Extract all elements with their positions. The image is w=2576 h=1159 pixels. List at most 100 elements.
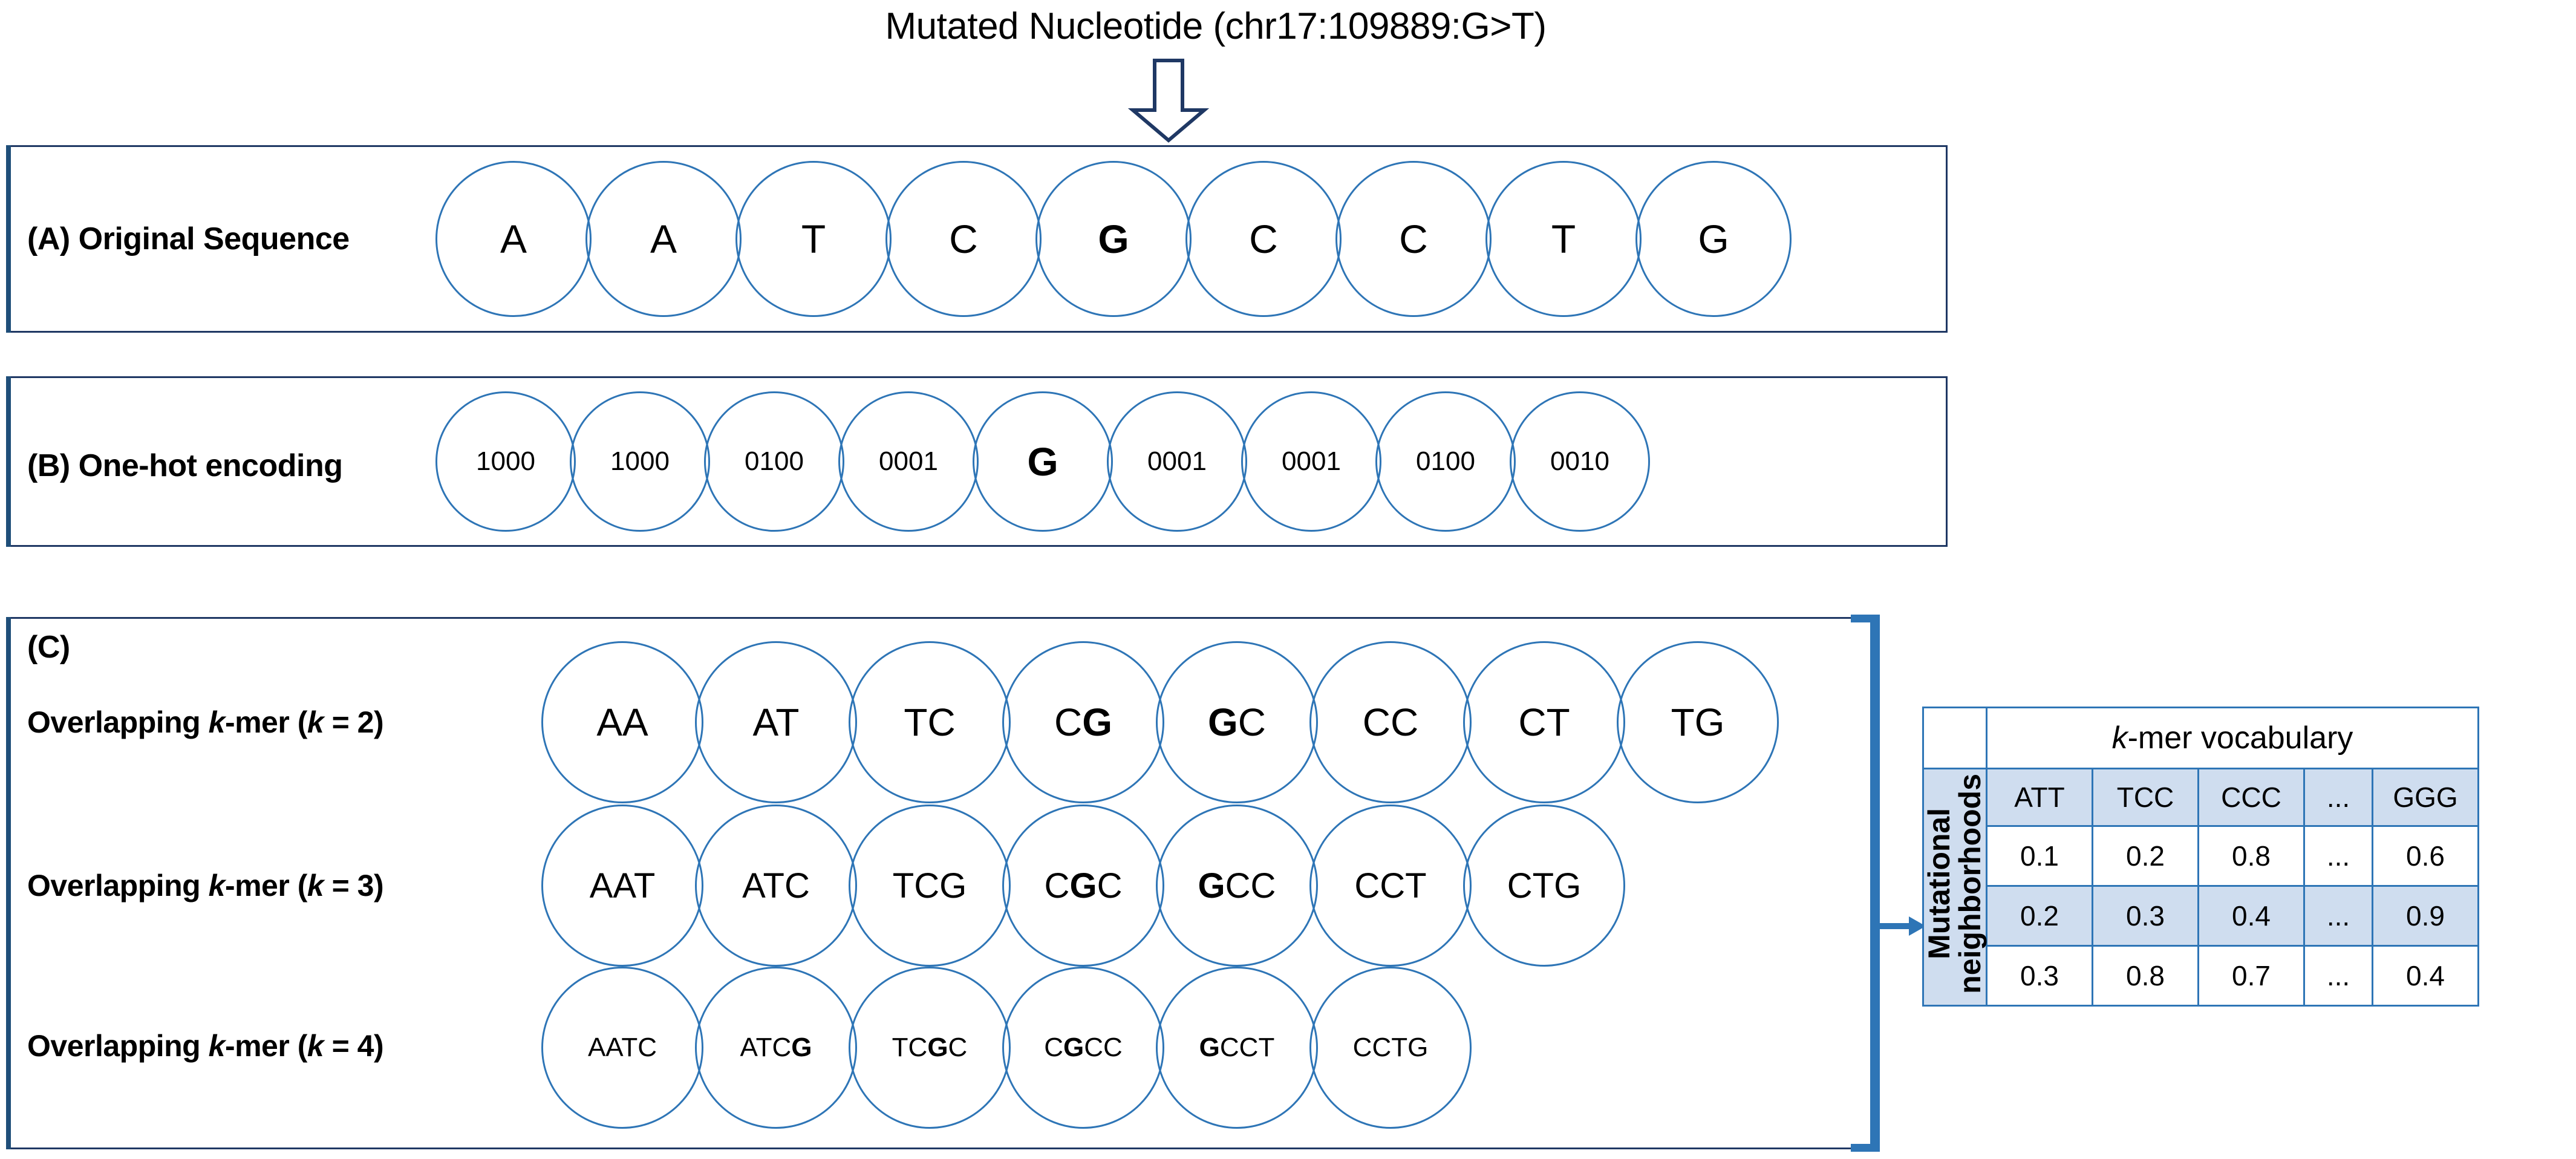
kmer-node-mutated: GCC: [1156, 805, 1318, 967]
kmer-node: CC: [1309, 641, 1472, 803]
nucleotide-node: T: [1485, 161, 1642, 317]
nucleotide-node: C: [885, 161, 1042, 317]
kmer-node: AA: [541, 641, 703, 803]
kmer-italic-k: k: [208, 869, 226, 903]
kmer-italic-k2: k: [307, 705, 324, 739]
kmer-node: AAT: [541, 805, 703, 967]
kmer-italic-k2: k: [307, 1029, 324, 1063]
panel-c-bracket-cap-bottom: [1851, 1144, 1880, 1152]
onehot-node-mutated: G: [973, 391, 1113, 532]
kmer-node: CCTG: [1309, 967, 1472, 1129]
kmer-label-suffix: -mer (: [224, 705, 307, 739]
kmer-node: TG: [1617, 641, 1779, 803]
table-cell: 0.7: [2197, 945, 2305, 1007]
table-col-header: TCC: [2092, 768, 2199, 827]
kmer-node-mutated: ATCG: [695, 967, 857, 1129]
nucleotide-node: G: [1635, 161, 1792, 317]
table-row: 0.3 0.8 0.7 ... 0.4: [1923, 945, 2479, 1007]
table-cell: 0.3: [1986, 945, 2093, 1007]
table-col-header: GGG: [2372, 768, 2479, 827]
kmer-italic-k: k: [208, 705, 226, 739]
table-col-header: ATT: [1986, 768, 2093, 827]
kmer-node-mutated: GCCT: [1156, 967, 1318, 1129]
table-title-cell: k-mer vocabulary: [1986, 707, 2479, 769]
panel-c-label: (C): [27, 630, 70, 665]
nucleotide-node: C: [1335, 161, 1492, 317]
nucleotide-node: A: [435, 161, 592, 317]
kmer-label-suffix: -mer (: [224, 1029, 307, 1063]
table-row: 0.2 0.3 0.4 ... 0.9: [1923, 885, 2479, 947]
onehot-node: 0100: [1375, 391, 1516, 532]
kmer-node-mutated: GC: [1156, 641, 1318, 803]
onehot-node: 0001: [838, 391, 979, 532]
right-arrow-icon: [1877, 916, 1926, 936]
kmer-node: CT: [1463, 641, 1625, 803]
table-col-header: CCC: [2197, 768, 2305, 827]
table-cell: 0.8: [2092, 945, 2199, 1007]
onehot-node: 1000: [435, 391, 576, 532]
kmer-row-label-k3: Overlapping k-mer (k = 3): [27, 868, 384, 903]
panel-a-nucleotide-row: A A T C G C C T G: [435, 161, 1792, 317]
table-cell-ellipsis: ...: [2303, 825, 2373, 887]
onehot-node: 0010: [1510, 391, 1650, 532]
table-cell: 0.4: [2372, 945, 2479, 1007]
onehot-node: 0001: [1241, 391, 1381, 532]
table-cell-ellipsis: ...: [2303, 945, 2373, 1007]
figure-title: Mutated Nucleotide (chr17:109889:G>T): [885, 5, 1547, 47]
kmer-node: ATC: [695, 805, 857, 967]
table-cell: 0.8: [2197, 825, 2305, 887]
vocab-title-rest: -mer vocabulary: [2127, 720, 2353, 756]
axis-label-line1: Mutational: [1922, 808, 1956, 959]
panel-c-bracket-cap-top: [1851, 615, 1880, 622]
kmer-row-label-text: Overlapping: [27, 869, 209, 903]
kmer-label-suffix: -mer (: [224, 869, 307, 903]
onehot-node: 0001: [1107, 391, 1247, 532]
onehot-node: 0100: [704, 391, 844, 532]
table-title-row: k-mer vocabulary: [1922, 707, 2479, 769]
kmer-node-mutated: TCGC: [849, 967, 1011, 1129]
panel-b-onehot-row: 1000 1000 0100 0001 G 0001 0001 0100 001…: [435, 391, 1650, 532]
kmer-node-mutated: CGC: [1002, 805, 1164, 967]
nucleotide-node-mutated: G: [1035, 161, 1192, 317]
table-cell: 0.2: [1986, 885, 2093, 947]
onehot-node: 1000: [570, 391, 710, 532]
down-block-arrow-icon: [1127, 59, 1210, 143]
panel-c-bracket: [1870, 615, 1880, 1152]
kmer-row-label-text: Overlapping: [27, 705, 209, 739]
table-cell: 0.6: [2372, 825, 2479, 887]
table-corner-blank: [1922, 707, 1987, 769]
kmer-node: TC: [849, 641, 1011, 803]
nucleotide-node: T: [735, 161, 892, 317]
kmer-node: AT: [695, 641, 857, 803]
kmer-node: AATC: [541, 967, 703, 1129]
nucleotide-node: A: [585, 161, 742, 317]
kmer-label-end: = 3): [324, 869, 384, 903]
table-row: 0.1 0.2 0.8 ... 0.6: [1923, 825, 2479, 887]
kmer-node: CCT: [1309, 805, 1472, 967]
vocab-italic-k: k: [2111, 720, 2128, 756]
kmer-node-mutated: CG: [1002, 641, 1164, 803]
table-col-header-ellipsis: ...: [2303, 768, 2373, 827]
table-cell-ellipsis: ...: [2303, 885, 2373, 947]
kmer-node-mutated: CGCC: [1002, 967, 1164, 1129]
kmer-node: CTG: [1463, 805, 1625, 967]
panel-a-label: (A) Original Sequence: [27, 221, 350, 256]
table-cell: 0.3: [2092, 885, 2199, 947]
kmer-row-label-text: Overlapping: [27, 1029, 209, 1063]
kmer-label-end: = 4): [324, 1029, 384, 1063]
kmer-label-end: = 2): [324, 705, 384, 739]
table-cell: 0.2: [2092, 825, 2199, 887]
axis-label-line2: neighborhoods: [1953, 774, 1987, 994]
table-cell: 0.1: [1986, 825, 2093, 887]
table-cell: 0.9: [2372, 885, 2479, 947]
kmer-row-label-k4: Overlapping k-mer (k = 4): [27, 1028, 384, 1063]
panel-b-label: (B) One-hot encoding: [27, 448, 343, 483]
kmer-italic-k2: k: [307, 869, 324, 903]
